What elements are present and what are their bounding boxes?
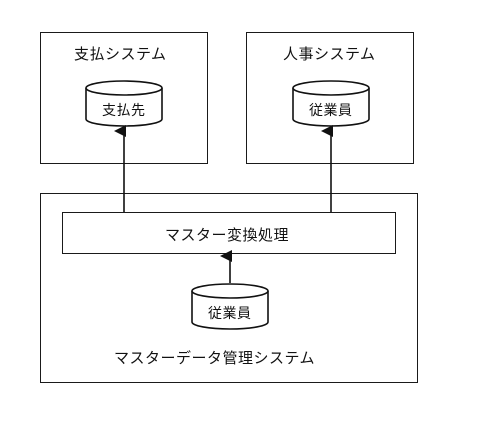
master-data-system-title: マスターデータ管理システム [114,349,316,367]
hr-database-icon [292,80,370,127]
master-database-icon [191,283,269,330]
master-conversion-process-label: マスター変換処理 [165,226,290,244]
hr-system-box [246,32,414,164]
hr-system-title: 人事システム [283,45,376,63]
hr-database-label: 従業員 [309,103,353,119]
payment-system-title: 支払システム [74,45,167,63]
payment-database-label: 支払先 [102,103,146,119]
master-database-label: 従業員 [208,306,252,322]
